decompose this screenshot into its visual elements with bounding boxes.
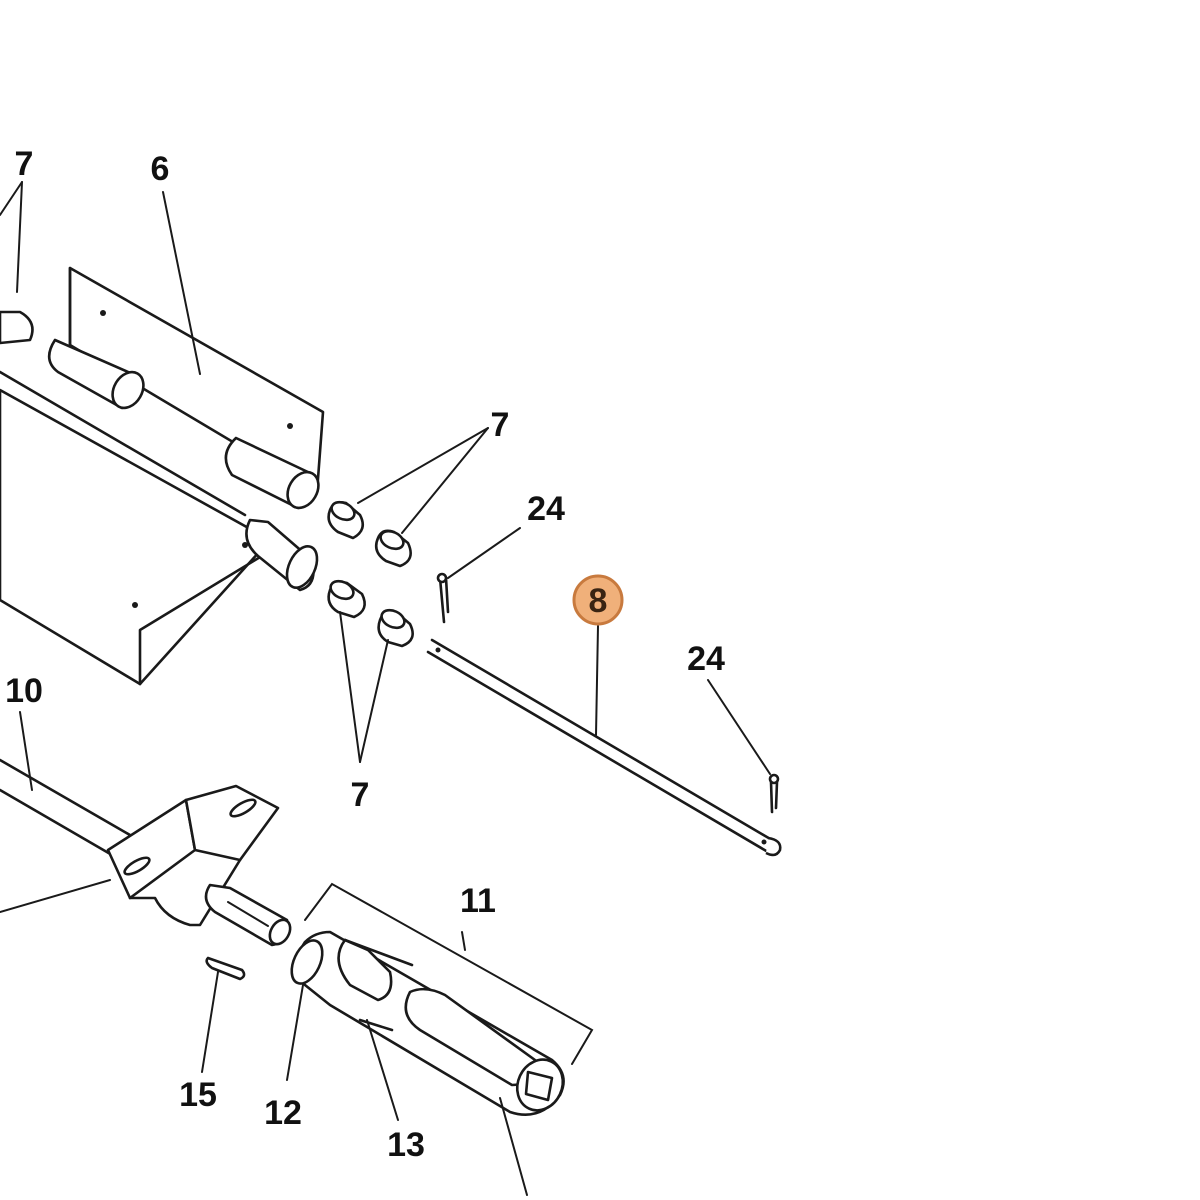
part-10-shaft-bracket bbox=[0, 711, 292, 947]
callout-11: 11 bbox=[460, 882, 496, 920]
part-24-cotter-pins bbox=[436, 527, 780, 814]
bushing-lower-left bbox=[327, 579, 366, 619]
highlight-ring bbox=[572, 574, 624, 626]
callout-15: 15 bbox=[179, 1076, 217, 1114]
callout-7-top-left: 7 bbox=[15, 145, 34, 183]
callout-6: 6 bbox=[151, 150, 170, 188]
bushing-upper-left bbox=[327, 500, 365, 540]
callout-24-upper: 24 bbox=[527, 490, 565, 528]
bushing-lower-right bbox=[377, 608, 414, 648]
callout-24-lower: 24 bbox=[687, 640, 725, 678]
part-11-socket-coupling bbox=[286, 882, 594, 1196]
callout-8-highlight: 8 bbox=[572, 574, 624, 626]
callout-12: 12 bbox=[264, 1094, 302, 1132]
cotter-pin-upper bbox=[436, 527, 521, 624]
callout-10: 10 bbox=[5, 672, 43, 710]
callout-7-upper: 7 bbox=[491, 406, 510, 444]
cotter-pin-lower bbox=[707, 679, 780, 814]
callouts: 7 6 7 24 8 24 10 7 11 15 12 13 bbox=[5, 145, 725, 1164]
part-15-key bbox=[201, 956, 246, 1073]
callout-8: 8 bbox=[589, 582, 608, 620]
part-6-bracket-plate bbox=[0, 191, 325, 686]
part-7-bushings bbox=[0, 181, 489, 763]
callout-13: 13 bbox=[387, 1126, 425, 1164]
part-8-rod bbox=[426, 625, 782, 857]
bushing-upper-right bbox=[374, 529, 412, 568]
callout-7-lower: 7 bbox=[351, 776, 370, 814]
